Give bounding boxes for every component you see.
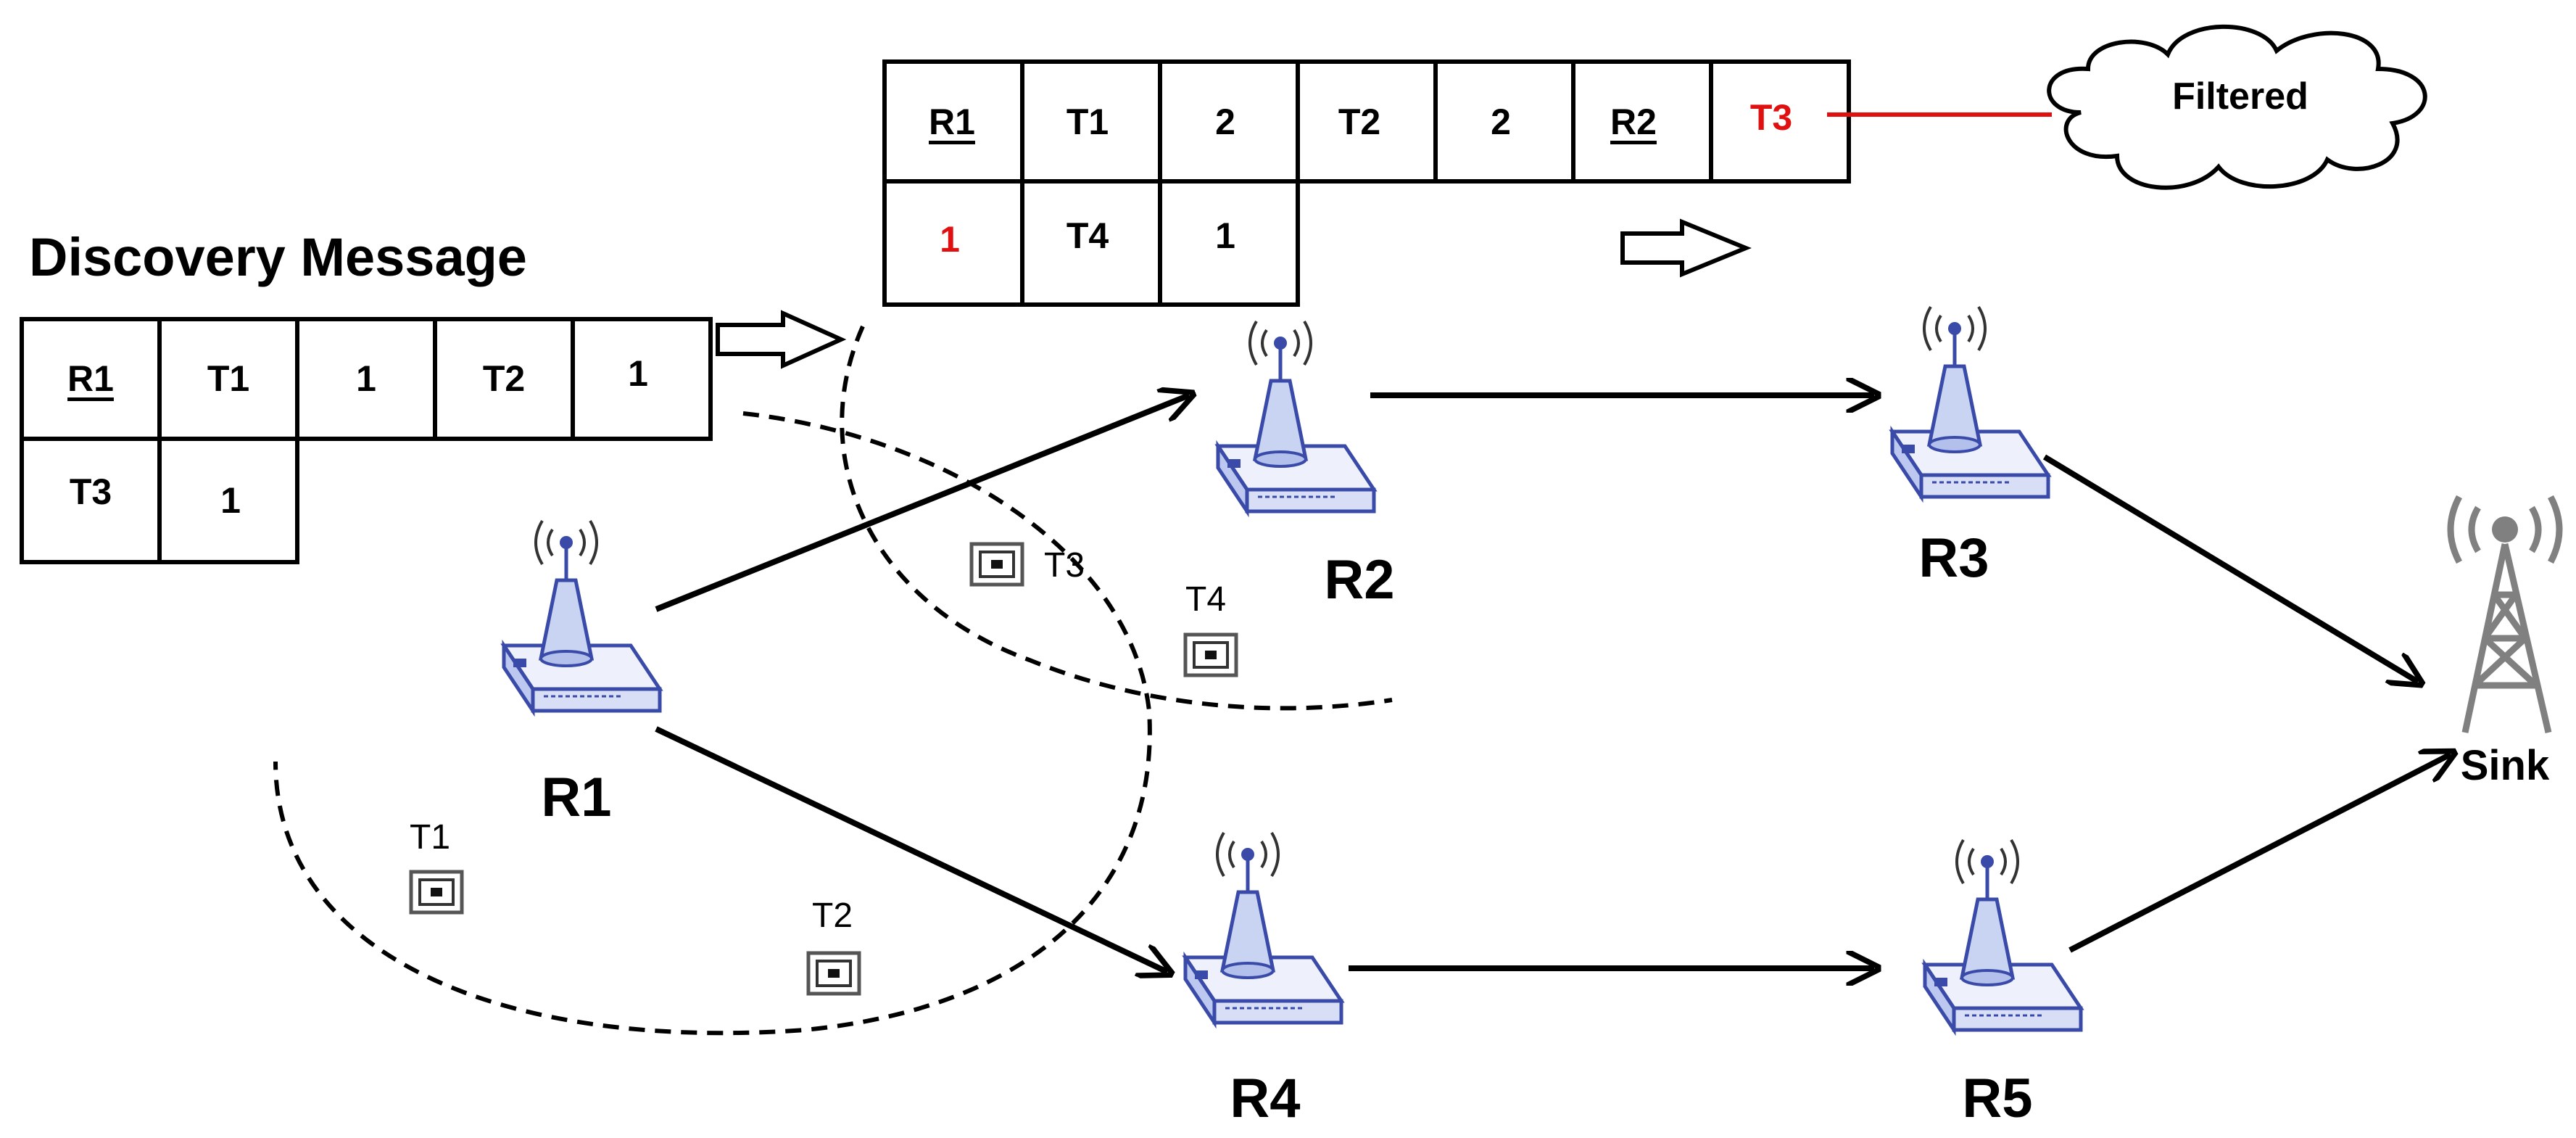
discovery-cell: T3 <box>70 471 112 512</box>
forwarded-message-table: R1 T1 2 T2 2 R2 T3 1 T4 1 <box>882 59 1851 307</box>
filtered-cloud-label: Filtered <box>2172 75 2308 117</box>
link-r1-r2 <box>655 395 1189 612</box>
discovery-cell: 1 <box>356 358 376 399</box>
message-flow-arrow <box>1620 218 1752 278</box>
cell-tower-icon <box>2447 495 2563 734</box>
forwarded-cell: T1 <box>1067 102 1109 142</box>
discovery-cell: 1 <box>628 353 648 394</box>
forwarded-cell-filtered-tag: T3 <box>1750 97 1792 138</box>
tag-t1-label: T1 <box>410 818 450 857</box>
forwarded-cell: 1 <box>940 219 960 260</box>
discovery-message-table: R1 T1 1 T2 1 T3 1 <box>20 317 713 564</box>
reader-r5-label: R5 <box>1962 1068 2032 1129</box>
reader-r4-label: R4 <box>1230 1068 1300 1129</box>
tag-t3-icon <box>972 544 1022 585</box>
tag-t2-icon <box>808 953 859 994</box>
discovery-cell: 1 <box>220 480 241 521</box>
discovery-cell: T2 <box>483 358 525 399</box>
link-r3-sink <box>2042 454 2418 682</box>
forwarded-cell: R1 <box>929 102 975 142</box>
tag-t3-label: T3 <box>1044 546 1085 585</box>
discovery-cell: T1 <box>207 358 249 399</box>
reader-r5-icon <box>1925 840 2081 1030</box>
forwarded-cell: 2 <box>1215 102 1235 142</box>
reader-r3-icon <box>1892 307 2048 497</box>
reader-r4-icon <box>1185 833 1341 1023</box>
reader-r2-label: R2 <box>1324 549 1394 611</box>
tag-t2-label: T2 <box>812 896 853 935</box>
r2-range-boundary <box>840 325 1393 711</box>
message-flow-arrow <box>716 310 847 369</box>
filtered-cloud <box>2047 24 2427 190</box>
discovery-message-title: Discovery Message <box>29 227 527 287</box>
tag-t4-icon <box>1185 635 1236 675</box>
link-r1-r4 <box>655 726 1167 972</box>
reader-r1-label: R1 <box>541 767 611 828</box>
reader-r2-icon <box>1218 321 1374 511</box>
discovery-cell: R1 <box>67 358 114 399</box>
link-r5-sink <box>2068 754 2451 953</box>
tag-t4-label: T4 <box>1185 580 1226 619</box>
forwarded-cell: 1 <box>1215 215 1235 256</box>
tag-t1-icon <box>411 872 462 912</box>
sink-label: Sink <box>2461 742 2550 789</box>
forwarded-cell: T4 <box>1067 215 1109 256</box>
forwarded-cell: T2 <box>1338 102 1380 142</box>
forwarded-cell: 2 <box>1491 102 1511 142</box>
reader-r3-label: R3 <box>1918 527 1989 589</box>
forwarded-cell: R2 <box>1610 102 1657 142</box>
reader-r1-icon <box>504 521 660 711</box>
r1-range-boundary <box>273 411 1152 1036</box>
